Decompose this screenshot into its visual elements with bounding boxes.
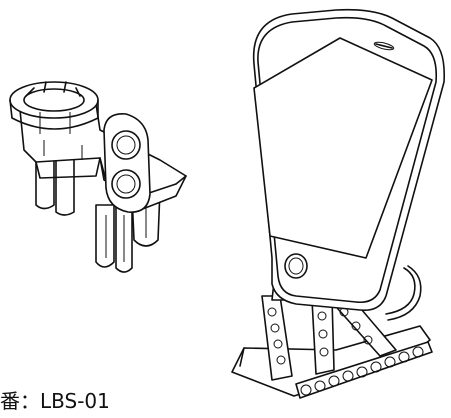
model-number-caption: 番：LBS-01 — [0, 389, 110, 413]
adapter-part-drawing — [9, 81, 187, 273]
phone-stand-drawing — [231, 8, 446, 399]
